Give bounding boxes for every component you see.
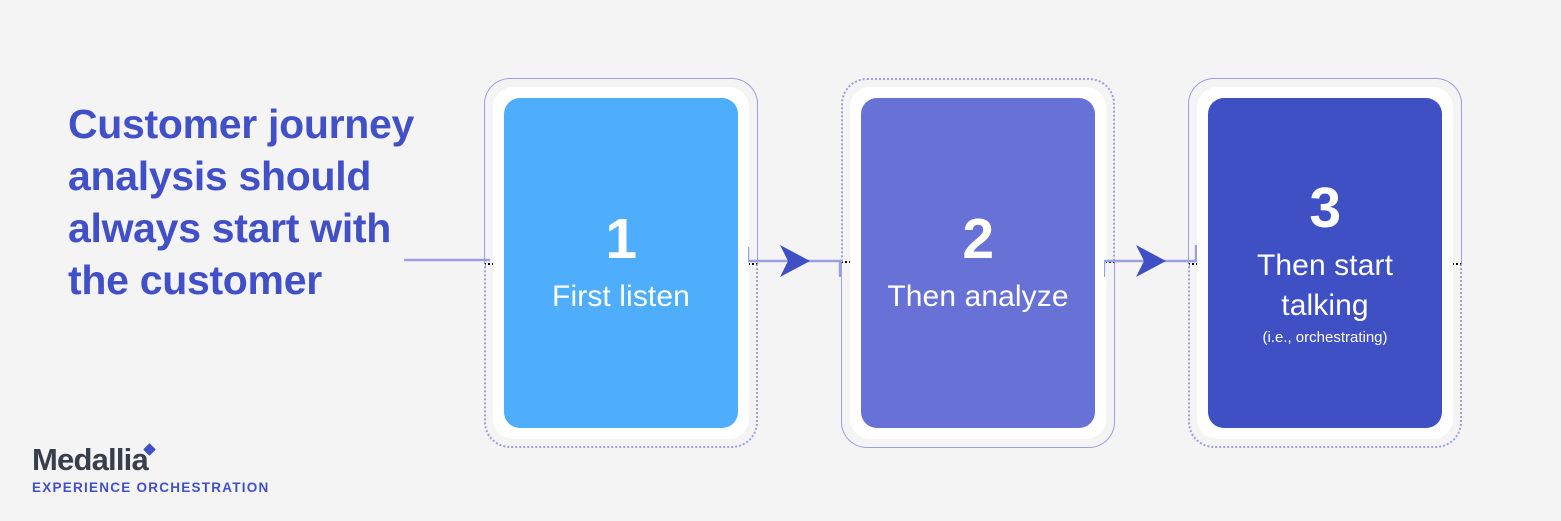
step-1-label: First listen: [552, 280, 690, 313]
logo-wordmark-text: Medallia: [32, 442, 149, 477]
step-card-1[interactable]: 1 First listen: [484, 78, 758, 448]
step-3-sublabel: (i.e., orchestrating): [1262, 329, 1388, 346]
step-1-number: 1: [605, 207, 637, 271]
step-2-number: 2: [962, 207, 994, 271]
page-title: Customer journey analysis should always …: [68, 101, 415, 303]
brand-logo: Medallia EXPERIENCE ORCHESTRATION: [32, 443, 270, 496]
step-2-body: 2 Then analyze: [861, 98, 1095, 428]
step-card-2[interactable]: 2 Then analyze: [841, 78, 1115, 448]
logo-wordmark: Medallia: [32, 443, 270, 477]
arrow-step1-to-step2-icon: [748, 245, 842, 277]
step-3-number: 3: [1309, 176, 1341, 240]
step-1-body: 1 First listen: [504, 98, 738, 428]
logo-tagline: EXPERIENCE ORCHESTRATION: [32, 480, 270, 495]
step-3-body: 3 Then start talking (i.e., orchestratin…: [1208, 98, 1442, 428]
step-3-label: Then start talking: [1256, 249, 1394, 322]
step-card-3[interactable]: 3 Then start talking (i.e., orchestratin…: [1188, 78, 1462, 448]
step-2-label: Then analyze: [887, 280, 1069, 313]
arrow-step2-to-step3-icon: [1104, 245, 1198, 277]
